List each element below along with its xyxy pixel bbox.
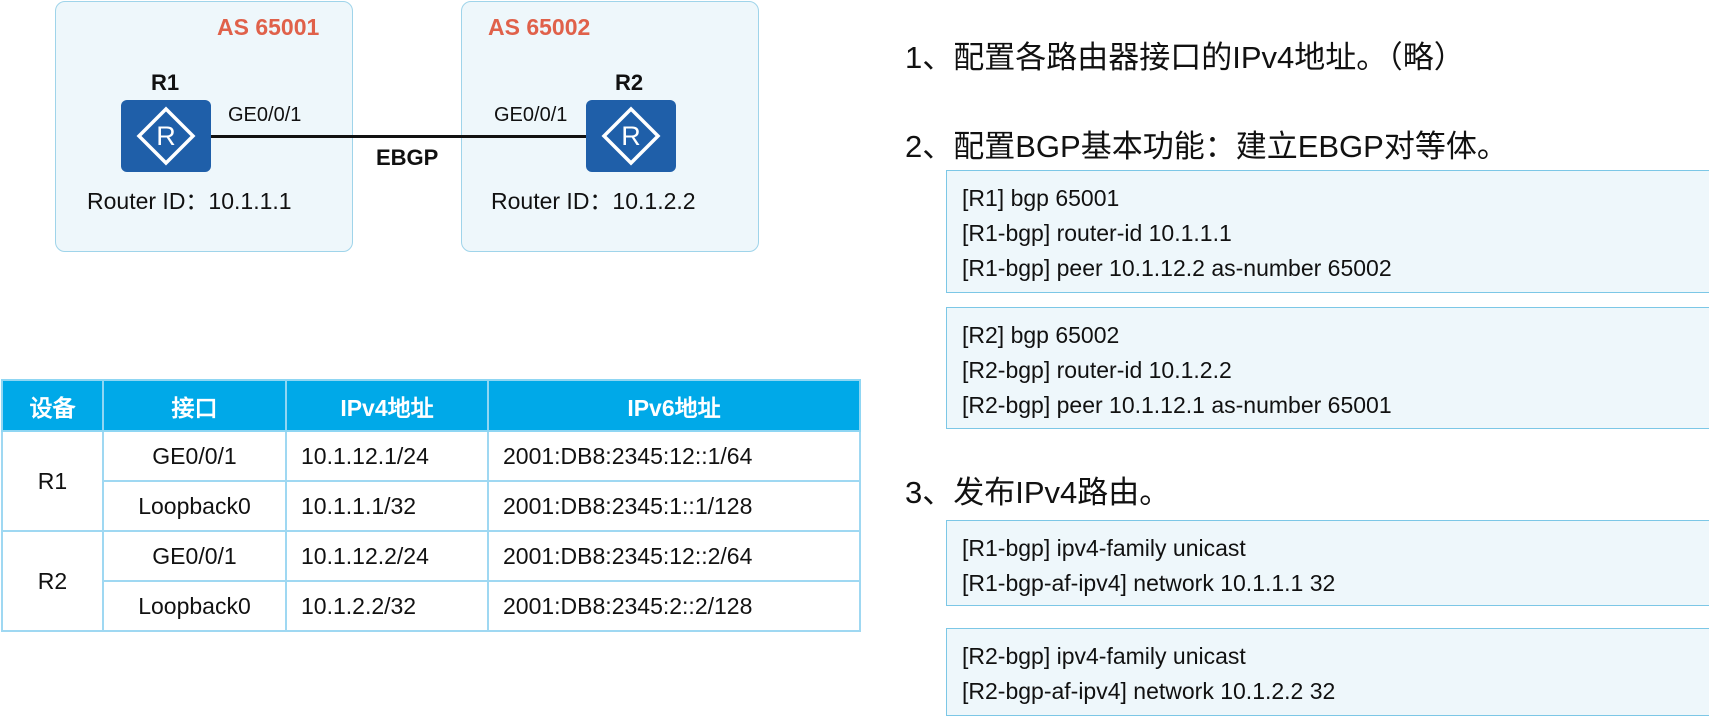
table-header: IPv6地址	[487, 379, 861, 432]
r2-router-icon[interactable]: R	[586, 100, 676, 172]
code-block-r2-bgp: [R2] bgp 65002 [R2-bgp] router-id 10.1.2…	[946, 307, 1709, 429]
ipv6-cell: 2001:DB8:2345:12::2/64	[487, 530, 861, 582]
address-table: 设备 接口 IPv4地址 IPv6地址 R1 GE0/0/1 10.1.12.1…	[1, 379, 861, 632]
device-cell: R1	[1, 430, 104, 532]
code-line: [R2] bgp 65002	[962, 322, 1120, 348]
r2-port-label: GE0/0/1	[494, 104, 568, 126]
router-icon: R	[136, 106, 196, 166]
r2-router-id: Router ID：10.1.2.2	[491, 188, 696, 214]
step-2-title: 2、配置BGP基本功能：建立EBGP对等体。	[905, 129, 1508, 164]
code-line: [R1-bgp] ipv4-family unicast	[962, 535, 1246, 561]
r1-router-icon[interactable]: R	[121, 100, 211, 172]
ipv6-cell: 2001:DB8:2345:12::1/64	[487, 430, 861, 482]
step-3-title: 3、发布IPv4路由。	[905, 475, 1171, 510]
table-header: IPv4地址	[285, 379, 489, 432]
table-row: Loopback0 10.1.1.1/32 2001:DB8:2345:1::1…	[2, 480, 861, 532]
svg-text:R: R	[621, 121, 641, 151]
device-cell: R2	[1, 530, 104, 632]
r2-name: R2	[615, 70, 644, 95]
table-header: 设备	[1, 379, 104, 432]
r1-router-id: Router ID：10.1.1.1	[87, 188, 292, 214]
ebgp-label: EBGP	[376, 145, 439, 170]
code-block-r1-bgp: [R1] bgp 65001 [R1-bgp] router-id 10.1.1…	[946, 170, 1709, 293]
interface-cell: GE0/0/1	[102, 530, 287, 582]
code-line: [R1] bgp 65001	[962, 185, 1120, 211]
ipv6-cell: 2001:DB8:2345:2::2/128	[487, 580, 861, 632]
ipv4-cell: 10.1.12.1/24	[285, 430, 489, 482]
interface-cell: Loopback0	[102, 480, 287, 532]
table-header: 接口	[102, 379, 287, 432]
table-row: R2 GE0/0/1 10.1.12.2/24 2001:DB8:2345:12…	[1, 530, 861, 632]
code-line: [R1-bgp] peer 10.1.12.2 as-number 65002	[962, 255, 1392, 281]
interface-cell: Loopback0	[102, 580, 287, 632]
as-65001-label: AS 65001	[217, 14, 320, 40]
table-header-row: 设备 接口 IPv4地址 IPv6地址	[1, 379, 861, 432]
code-block-r1-ipv4: [R1-bgp] ipv4-family unicast [R1-bgp-af-…	[946, 520, 1709, 606]
ipv4-cell: 10.1.2.2/32	[285, 580, 489, 632]
code-line: [R2-bgp] router-id 10.1.2.2	[962, 357, 1232, 383]
ebgp-link	[210, 135, 588, 138]
code-block-r2-ipv4: [R2-bgp] ipv4-family unicast [R2-bgp-af-…	[946, 628, 1709, 716]
table-row: R1 GE0/0/1 10.1.12.1/24 2001:DB8:2345:12…	[1, 430, 861, 532]
step-1-title: 1、配置各路由器接口的IPv4地址。（略）	[905, 40, 1465, 75]
as-65002-label: AS 65002	[488, 14, 591, 40]
interface-cell: GE0/0/1	[102, 430, 287, 482]
r1-port-label: GE0/0/1	[228, 104, 302, 126]
code-line: [R2-bgp] peer 10.1.12.1 as-number 65001	[962, 392, 1392, 418]
ipv6-cell: 2001:DB8:2345:1::1/128	[487, 480, 861, 532]
code-line: [R1-bgp] router-id 10.1.1.1	[962, 220, 1232, 246]
svg-text:R: R	[156, 121, 176, 151]
code-line: [R1-bgp-af-ipv4] network 10.1.1.1 32	[962, 570, 1336, 596]
code-line: [R2-bgp-af-ipv4] network 10.1.2.2 32	[962, 678, 1336, 704]
router-icon: R	[601, 106, 661, 166]
ipv4-cell: 10.1.1.1/32	[285, 480, 489, 532]
r1-name: R1	[151, 70, 180, 95]
table-row: Loopback0 10.1.2.2/32 2001:DB8:2345:2::2…	[2, 580, 861, 632]
ipv4-cell: 10.1.12.2/24	[285, 530, 489, 582]
code-line: [R2-bgp] ipv4-family unicast	[962, 643, 1246, 669]
